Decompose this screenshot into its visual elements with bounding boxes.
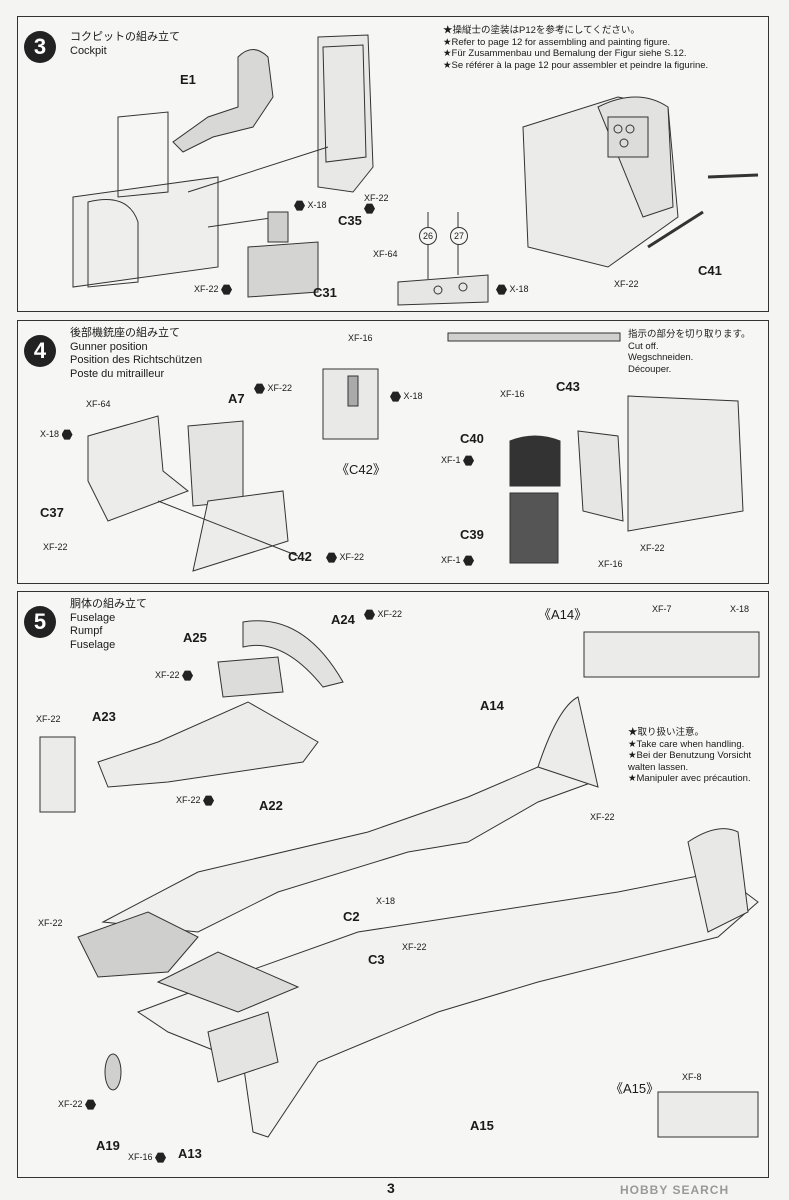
callout-number: 26 [419, 227, 437, 245]
part-label: C2 [343, 909, 360, 924]
sub-view-label: 《C42》 [336, 462, 386, 477]
paint-callout: XF-22 [58, 1099, 97, 1110]
step-title-en: Cockpit [70, 44, 107, 57]
fuselage-illustration [39, 620, 760, 1138]
part-label: C40 [460, 431, 484, 446]
callout-number: 27 [450, 227, 468, 245]
paint-callout: X-18 [730, 604, 750, 614]
note-line: Découper. [628, 363, 672, 375]
part-label: C3 [368, 952, 385, 967]
note-line: ★操縦士の塗装はP12を参考にしてください。 [443, 25, 640, 36]
part-label: C31 [313, 285, 337, 300]
part-label: A7 [228, 391, 245, 406]
note-line: 指示の部分を切り取ります。 [628, 329, 751, 340]
page-number: 3 [387, 1180, 395, 1196]
paint-callout: XF-22 [194, 284, 233, 295]
part-label: A24 [331, 612, 355, 627]
step-titles: コクピットの組み立て Cockpit [70, 31, 180, 58]
paint-callout: XF-16 [500, 389, 525, 399]
part-label: A19 [96, 1138, 120, 1153]
paint-callout: XF-7 [652, 604, 672, 614]
step-title-en: Gunner position [70, 340, 148, 353]
part-label: C42 [288, 549, 312, 564]
step-title-en: Fuselage [70, 611, 116, 624]
note-line: ★Für Zusammenbau und Bemalung der Figur … [443, 48, 687, 59]
part-label: C37 [40, 505, 64, 520]
gunner-illustration [87, 332, 744, 572]
sub-view-label: 《A14》 [538, 607, 588, 622]
step-title-ja: コクピットの組み立て [70, 31, 180, 43]
paint-callout: XF-64 [86, 399, 111, 409]
paint-callout: XF-16 [128, 1152, 167, 1163]
care-note: ★取り扱い注意。 ★Take care when handling. ★Bei … [628, 727, 751, 785]
paint-callout: XF-22 [155, 670, 194, 681]
note-line: ★Take care when handling. [628, 738, 745, 750]
paint-callout: XF-22 [364, 609, 402, 620]
step-title-ja: 胴体の組み立て [70, 598, 147, 610]
paint-callout: XF-22 [176, 795, 215, 806]
step-titles: 胴体の組み立て Fuselage Rumpf Fuselage [70, 598, 147, 652]
sub-view-label: 《A15》 [610, 1081, 660, 1096]
paint-callout: XF-22 [326, 552, 364, 563]
paint-callout: X-18 [40, 429, 73, 440]
paint-callout: X-18 [496, 284, 529, 295]
note-line: Wegschneiden. [628, 352, 694, 363]
cut-note: 指示の部分を切り取ります。 Cut off. Wegschneiden. Déc… [628, 329, 751, 375]
paint-callout: XF-22 [402, 942, 427, 952]
paint-callout: XF-22 [614, 279, 639, 289]
step-number: 5 [24, 606, 56, 638]
step-title-de: Position des Richtschützen [70, 354, 203, 366]
cockpit-illustration [72, 34, 759, 306]
note-line: ★取り扱い注意。 [628, 727, 705, 738]
paint-callout: XF-22 [590, 812, 615, 822]
paint-callout: XF-16 [348, 333, 373, 343]
step-title-ja: 後部機銃座の組み立て [70, 327, 180, 339]
step-title-fr: Poste du mitrailleur [70, 367, 165, 380]
step-3-panel: 3 コクピットの組み立て Cockpit ★操縦士の塗装はP12を参考にしてくだ… [17, 16, 769, 312]
paint-callout: XF-16 [598, 559, 623, 569]
part-label: C41 [698, 263, 722, 278]
paint-callout: X-18 [376, 896, 396, 906]
paint-callout: XF-1 [441, 555, 475, 566]
step-number: 4 [24, 335, 56, 367]
step-5-panel: 5 胴体の組み立て Fuselage Rumpf Fuselage ★取り扱い注… [17, 591, 769, 1178]
part-label: A25 [183, 630, 207, 645]
paint-callout: XF-1 [441, 455, 475, 466]
part-label: C35 [338, 213, 362, 228]
step-4-panel: 4 後部機銃座の組み立て Gunner position Position de… [17, 320, 769, 584]
note-line: ★Manipuler avec précaution. [628, 773, 751, 784]
part-label: E1 [180, 72, 196, 87]
note-line: Cut off. [628, 340, 659, 352]
paint-callout: XF-8 [682, 1072, 702, 1082]
note-line: ★Se référer à la page 12 pour assembler … [443, 59, 709, 71]
note-line: ★Refer to page 12 for assembling and pai… [443, 36, 671, 48]
note-line: walten lassen. [628, 761, 689, 773]
paint-callout: XF-64 [373, 249, 398, 259]
paint-callout: XF-22 [43, 542, 68, 552]
part-label: C43 [556, 379, 580, 394]
step-title-fr: Fuselage [70, 638, 116, 651]
part-label: A22 [259, 798, 283, 813]
part-label: A14 [480, 698, 504, 713]
paint-callout: XF-22 [38, 918, 63, 928]
part-label: C39 [460, 527, 484, 542]
part-label: A13 [178, 1146, 202, 1161]
paint-callout: X-18 [390, 391, 423, 402]
figure-note: ★操縦士の塗装はP12を参考にしてください。 ★Refer to page 12… [443, 25, 708, 71]
step-number: 3 [24, 31, 56, 63]
paint-callout: XF-22 [364, 193, 389, 214]
step-titles: 後部機銃座の組み立て Gunner position Position des … [70, 327, 202, 381]
part-label: A23 [92, 709, 116, 724]
paint-callout: XF-22 [640, 543, 665, 553]
paint-callout: XF-22 [254, 383, 292, 394]
note-line: ★Bei der Benutzung Vorsicht [628, 750, 752, 761]
paint-callout: XF-22 [36, 714, 61, 724]
watermark: HOBBY SEARCH [620, 1183, 730, 1197]
paint-callout: X-18 [294, 200, 327, 211]
part-label: A15 [470, 1118, 494, 1133]
step-title-de: Rumpf [70, 625, 103, 637]
